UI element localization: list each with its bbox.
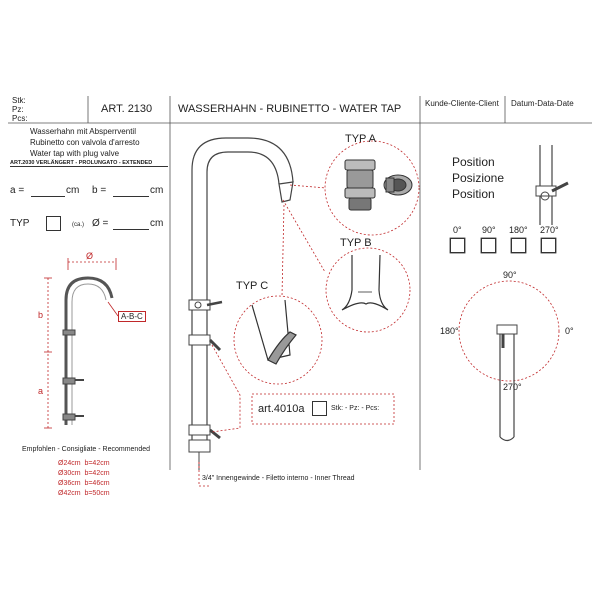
position-de: Position — [452, 155, 495, 169]
typ-b-shape — [341, 254, 389, 311]
callout-lines — [198, 140, 420, 487]
angle-0-label: 0° — [453, 225, 462, 235]
description-de: Wasserhahn mit Absperrventil — [30, 127, 136, 136]
description-en: Water tap with plug valve — [30, 149, 120, 158]
a-unit: cm — [66, 185, 80, 196]
angle-90-checkbox[interactable] — [481, 238, 496, 253]
ca-label: (ca.) — [72, 222, 84, 228]
b-unit: cm — [150, 185, 164, 196]
typ-b-label: TYP B — [340, 237, 372, 249]
header-frame — [8, 96, 592, 470]
a-label: a = — [10, 185, 25, 196]
typ-label: TYP — [10, 218, 30, 229]
main-tap-drawing — [188, 137, 294, 470]
diameter-field[interactable] — [113, 229, 149, 230]
small-b-label: b — [38, 310, 44, 320]
abc-badge: A-B-C — [118, 311, 146, 322]
b-field[interactable] — [113, 196, 149, 197]
circle-top-label: 90° — [503, 270, 517, 280]
diameter-label: Ø = — [92, 218, 109, 229]
typ-c-label: TYP C — [236, 280, 269, 292]
typ-checkbox[interactable] — [46, 216, 61, 231]
art4010-checkbox[interactable] — [312, 401, 327, 416]
client-label: Kunde-Cliente-Client — [425, 99, 499, 108]
description-it: Rubinetto con valvola d'arresto — [30, 138, 140, 147]
recommended-row: Ø36cm b=46cm — [58, 480, 110, 487]
angle-90-label: 90° — [482, 225, 496, 235]
position-it: Posizione — [452, 171, 505, 185]
small-diameter-label: Ø — [86, 251, 94, 261]
angle-270-label: 270° — [540, 225, 559, 235]
small-tap-drawing — [44, 258, 119, 429]
circle-left-label: 180° — [440, 326, 459, 336]
extended-note: ART.2030 VERLÄNGERT - PROLUNGATO - EXTEN… — [10, 160, 168, 167]
pcs-label: Pcs: — [12, 114, 28, 123]
a-field[interactable] — [31, 196, 65, 197]
angle-270-checkbox[interactable] — [541, 238, 556, 253]
typ-a-label: TYP A — [345, 133, 376, 145]
position-view — [535, 145, 569, 225]
page-title: WASSERHAHN - RUBINETTO - WATER TAP — [178, 103, 402, 115]
angle-0-checkbox[interactable] — [450, 238, 465, 253]
typ-a-fittings — [344, 159, 413, 211]
angle-180-checkbox[interactable] — [511, 238, 526, 253]
circle-bottom-label: 270° — [503, 382, 522, 392]
recommended-title: Empfohlen - Consigliate - Recommended — [22, 446, 151, 453]
recommended-row: Ø42cm b=50cm — [58, 490, 110, 497]
stk-label: Stk: — [12, 96, 26, 105]
recommended-row: Ø24cm b=42cm — [58, 460, 110, 467]
diameter-unit: cm — [150, 218, 164, 229]
orientation-circle — [458, 280, 560, 442]
art4010-label: art.4010a — [258, 403, 305, 415]
article-number: ART. 2130 — [101, 103, 153, 115]
date-label: Datum-Data-Date — [511, 99, 574, 108]
art4010-qty-label: Stk: - Pz: - Pcs: — [331, 405, 380, 412]
small-a-label: a — [38, 386, 44, 396]
b-label: b = — [92, 185, 107, 196]
position-en: Position — [452, 187, 495, 201]
thread-note: 3/4" Innengewinde - Filetto interno - In… — [202, 475, 355, 482]
angle-180-label: 180° — [509, 225, 528, 235]
typ-c-shape — [251, 299, 297, 365]
pz-label: Pz: — [12, 105, 24, 114]
recommended-row: Ø30cm b=42cm — [58, 470, 110, 477]
circle-right-label: 0° — [565, 326, 574, 336]
